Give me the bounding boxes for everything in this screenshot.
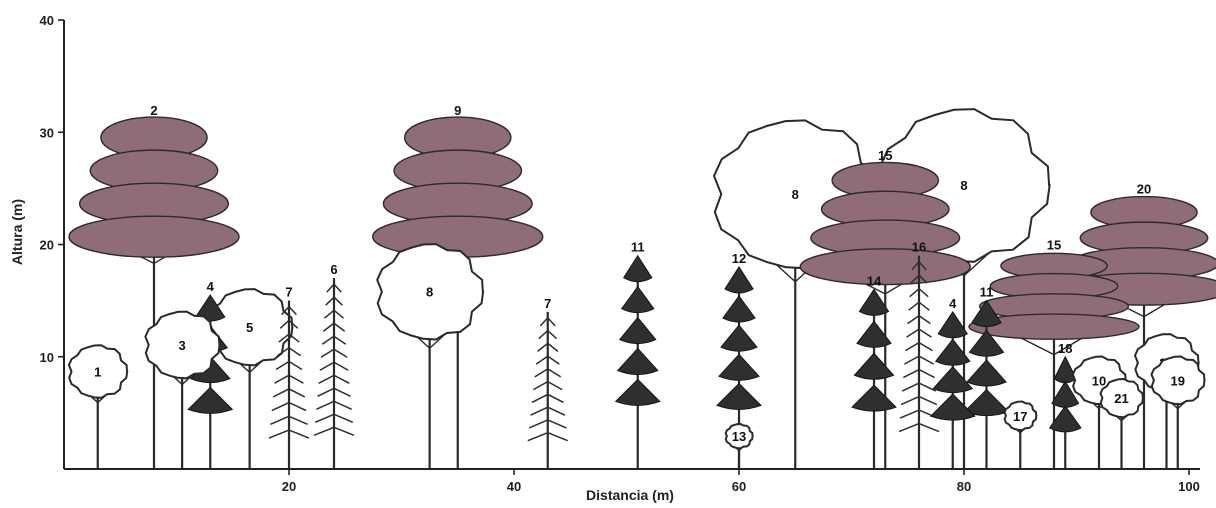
tree-crown	[620, 318, 656, 344]
tree-label: 11	[631, 240, 645, 255]
tree-crown	[618, 348, 658, 374]
tree-crown	[188, 387, 232, 413]
tree-crown	[616, 379, 660, 405]
tree-label: 4	[949, 296, 957, 311]
tree-label: 21	[1114, 391, 1128, 406]
y-tick-label: 20	[40, 238, 54, 253]
tree-label: 15	[878, 148, 892, 163]
tree-crown	[967, 360, 1006, 386]
tree-crown	[717, 383, 761, 409]
tree-crown	[69, 216, 239, 257]
tree: 1	[69, 345, 127, 469]
tree-label: 13	[732, 429, 746, 444]
tree-label: 17	[1013, 409, 1027, 424]
x-tick-label: 80	[957, 479, 971, 494]
tree-label: 8	[960, 178, 967, 193]
tree-crown	[721, 325, 757, 351]
x-tick-label: 60	[732, 479, 746, 494]
tree-crown	[852, 385, 896, 411]
tree-label: 2	[150, 103, 157, 118]
tree-crown	[622, 287, 654, 313]
tree-label: 11	[980, 285, 994, 300]
tree-label: 15	[1047, 238, 1061, 253]
tree-crown	[719, 354, 759, 380]
tree: 8	[377, 244, 483, 469]
tree: 17	[1005, 402, 1037, 470]
tree-crown	[723, 296, 755, 322]
tree-crown	[933, 367, 972, 393]
tree-label: 19	[1171, 373, 1185, 388]
tree-label: 4	[207, 279, 215, 294]
tree-label: 12	[732, 251, 746, 266]
x-tick-label: 40	[507, 479, 521, 494]
tree-label: 5	[246, 320, 253, 335]
tree-crown	[624, 256, 652, 282]
tree-crown	[931, 394, 975, 420]
tree-crown	[965, 390, 1009, 416]
y-axis-ticks: 10 20 30 40	[40, 13, 64, 365]
tree-label: 18	[1058, 341, 1072, 356]
tree-label: 7	[544, 296, 551, 311]
x-axis-title: Distancia (m)	[586, 487, 674, 503]
tree-crown	[800, 249, 970, 285]
y-tick-label: 10	[40, 350, 54, 365]
tree-label: 14	[867, 273, 882, 288]
tree: 19	[1152, 357, 1205, 470]
tree: 13	[726, 424, 753, 469]
tree: 7	[528, 296, 568, 469]
x-tick-label: 100	[1178, 479, 1200, 494]
x-tick-label: 20	[282, 479, 296, 494]
tree: 14	[852, 273, 896, 469]
tree-label: 1	[94, 364, 101, 379]
tree-label: 10	[1092, 373, 1106, 388]
tree-label: 20	[1137, 182, 1151, 197]
tree-label: 16	[912, 240, 926, 255]
tree-label: 8	[426, 285, 433, 300]
tree-label: 9	[454, 103, 461, 118]
tree: 11	[616, 240, 660, 469]
tree-crown	[725, 267, 753, 293]
tree-label: 6	[330, 262, 337, 277]
y-tick-label: 30	[40, 125, 54, 140]
x-axis-ticks: 20 40 60 80 100	[282, 469, 1200, 494]
y-axis-title: Altura (m)	[9, 199, 25, 265]
tree: 6	[314, 262, 354, 469]
trees-layer: 8298152081116151265144711374221181019211…	[69, 103, 1216, 469]
tree-crown	[1054, 357, 1076, 383]
tree: 21	[1101, 379, 1143, 469]
y-tick-label: 40	[40, 13, 54, 28]
tree-label: 7	[285, 285, 292, 300]
tree-crown	[854, 353, 893, 379]
tree-label: 8	[792, 187, 799, 202]
tree-label: 3	[179, 338, 186, 353]
